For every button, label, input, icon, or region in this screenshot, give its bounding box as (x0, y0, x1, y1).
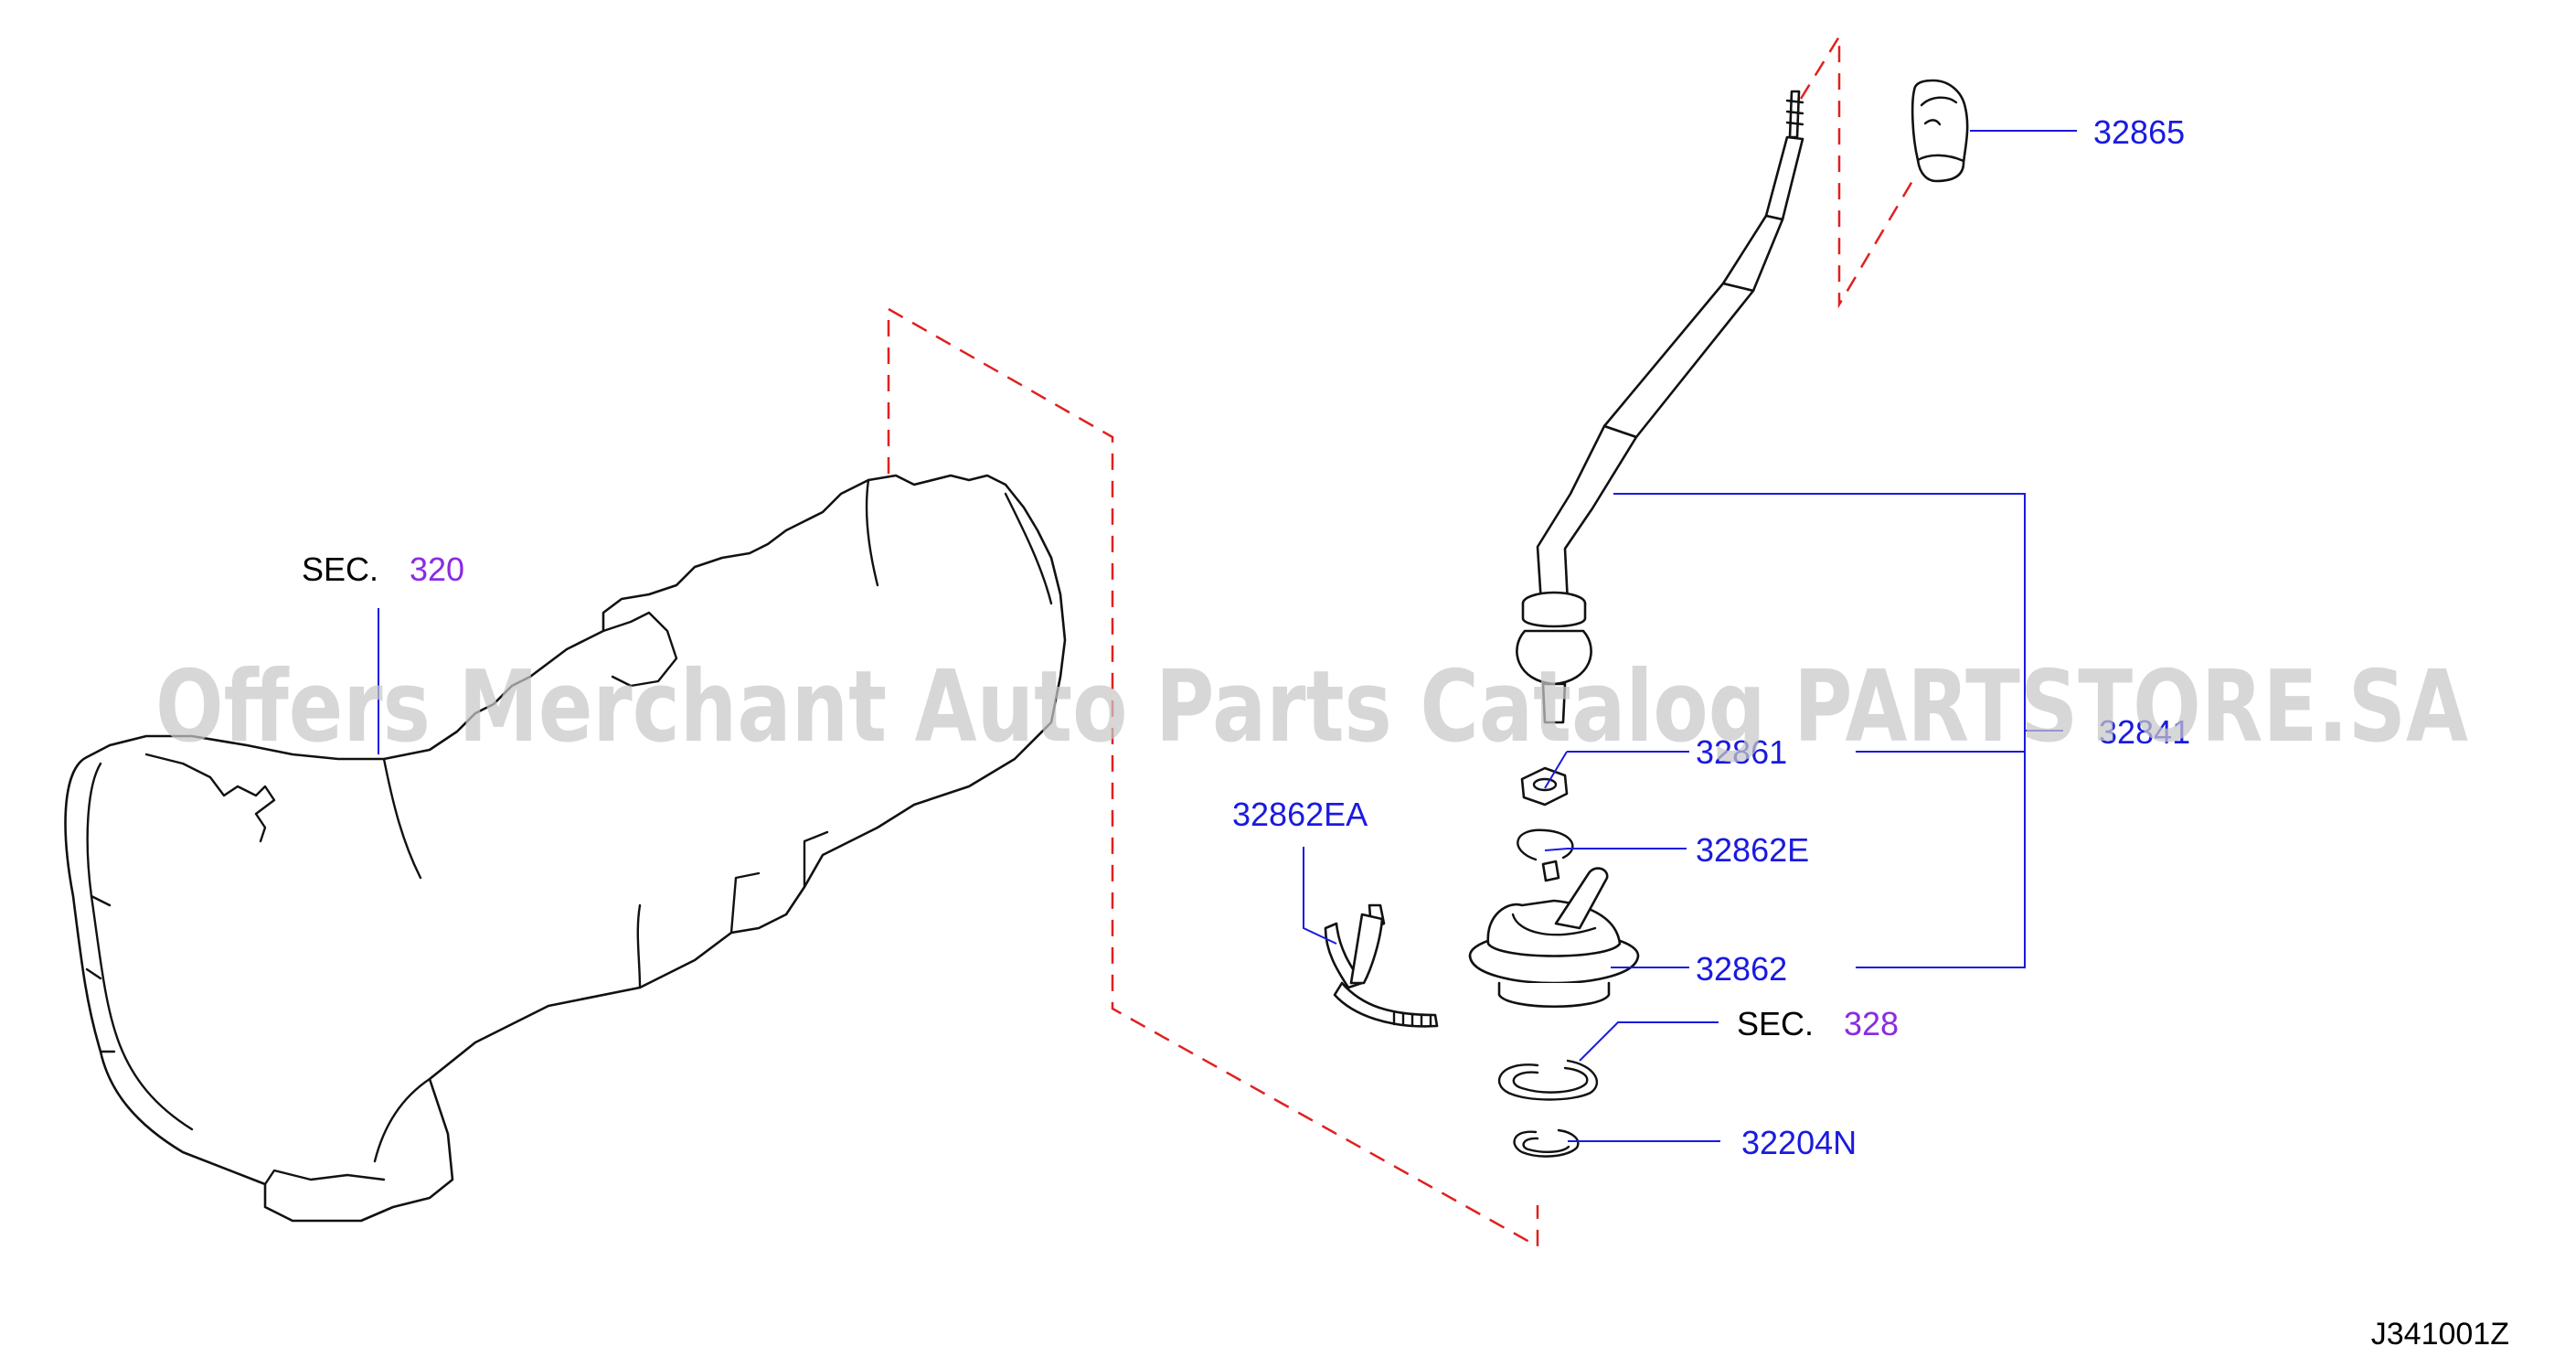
watermark-text: Offers Merchant Auto Parts Catalog PARTS… (155, 650, 2468, 764)
section-ref-320-prefix: SEC. (302, 550, 378, 588)
part-number-32862EA[interactable]: 32862EA (1232, 796, 1368, 833)
snap-ring-small-drawing (1513, 1128, 1580, 1158)
part-number-32204N[interactable]: 32204N (1741, 1124, 1857, 1161)
part-number-32862E[interactable]: 32862E (1696, 831, 1809, 869)
boot-drawing (1468, 867, 1640, 1009)
section-ref-320-number[interactable]: 320 (410, 550, 464, 588)
section-ref-328-prefix: SEC. (1737, 1005, 1814, 1042)
clip-drawing (1517, 828, 1574, 882)
shift-knob-drawing (1911, 79, 1969, 183)
transmission-assembly-drawing (64, 474, 1067, 1223)
figure-code: J341001Z (2371, 1317, 2509, 1352)
leader-lines (378, 130, 2077, 1142)
section-ref-320[interactable]: SEC. 320 (302, 550, 464, 588)
section-ref-328-number[interactable]: 328 (1844, 1005, 1899, 1042)
dashed-guide-lines (887, 32, 1914, 1249)
part-number-32865[interactable]: 32865 (2093, 113, 2185, 151)
shift-lever-drawing (1516, 90, 1804, 724)
snap-ring-large-drawing (1497, 1059, 1599, 1101)
part-number-32862[interactable]: 32862 (1696, 950, 1787, 988)
strap-drawing (1324, 903, 1439, 1028)
section-ref-328[interactable]: SEC. 328 (1737, 1005, 1899, 1042)
part-number-32861[interactable]: 32861 (1696, 733, 1787, 771)
nut-drawing (1520, 766, 1569, 807)
part-number-32841[interactable]: 32841 (2099, 713, 2190, 751)
